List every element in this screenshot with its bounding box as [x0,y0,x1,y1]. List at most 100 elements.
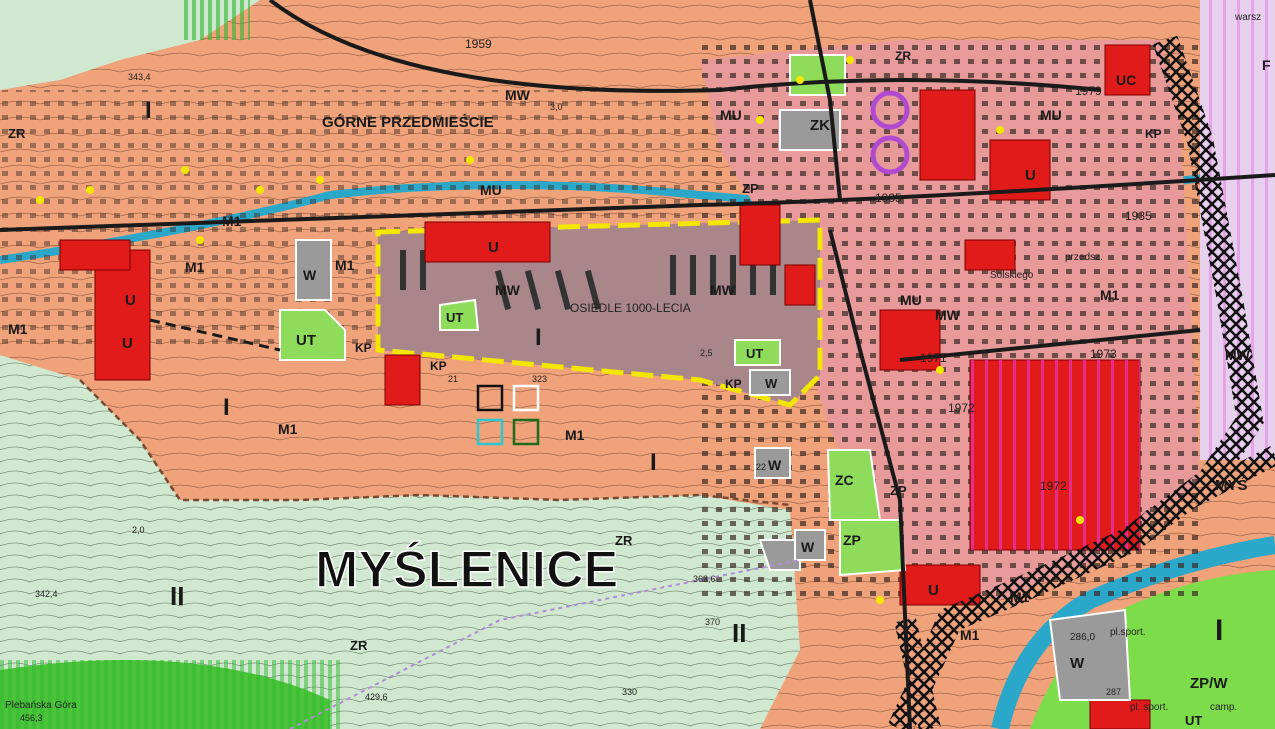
label-f: F [1262,57,1271,73]
label-m1-6: M1 [565,427,585,443]
label-u-3: U [488,239,499,256]
label-kp-2: KP [430,359,447,373]
forest-hatch-nw [180,0,250,40]
forest-band-hatch [0,660,340,729]
year-1959: 1959 [465,37,492,51]
label-w-4: W [1070,655,1085,672]
label-kp-1: KP [355,341,372,355]
label-ut-1: UT [296,332,316,349]
elev-3: 363,6 [693,574,716,584]
legend-square-black[interactable] [476,384,504,412]
label-zpw: ZP/W [1190,675,1228,692]
elev-4: 342,4 [35,589,58,599]
label-u-4: U [1025,167,1036,184]
roman-numeral-1c: I [535,324,542,351]
label-kp-3: KP [725,377,742,391]
roman-numeral-2b: II [732,618,746,648]
label-mw-5: MW [1225,347,1251,363]
label-u-1: U [125,292,136,309]
year-1971: 1971 [920,351,947,365]
label-mw-3: MW [505,87,531,103]
label-zp-2: ZP [843,532,861,548]
year-1972b: 1972 [948,401,975,415]
elev-13: 287 [1106,687,1121,697]
label-zk: ZK [810,117,830,134]
label-ut-2: UT [446,310,463,325]
label-kp-4: KP [1145,127,1162,141]
year-1972: 1972 [1040,479,1067,493]
elev-9: 330 [622,687,637,697]
label-w-3: W [801,539,815,555]
pink-hatch-south [970,360,1140,550]
label-m1-8: M1 [960,627,980,643]
town-label-east: MYŚ [1215,476,1248,494]
legend-square-green[interactable] [512,418,540,446]
przedsz-label: przedsz. [1065,252,1103,263]
solskiego-label: Solskiego [990,270,1034,281]
label-mu-4: MU [1040,107,1062,123]
label-m1-2: M1 [185,259,205,275]
recreation-zones [279,54,907,577]
elev-10: 2,0 [132,525,145,535]
district-label: GÓRNE PRZEDMIEŚCIE [322,113,494,131]
label-mu-1: MU [480,182,502,198]
elev-7: 286,0 [1070,632,1095,643]
elev-2: 323 [532,374,547,384]
elev-1: 343,4 [128,72,151,82]
label-mw-2: MW [710,282,736,298]
label-zr-2: ZR [615,533,633,548]
water-infra-zones [295,109,1132,701]
estate-label: OSIEDLE 1000-LECIA [570,301,691,315]
label-w-2: W [768,457,782,473]
label-w-5: W [765,376,778,391]
roman-numeral-1e: I [1215,614,1223,647]
sport-label-2: pl. sport. [1130,702,1168,713]
legend-square-cyan[interactable] [476,418,504,446]
railway-branch [1145,446,1275,529]
legend-square-white[interactable] [512,384,540,412]
label-m1-3: M1 [222,213,242,229]
label-m1-9: M1 [1100,287,1120,303]
zone-boundary-south [79,379,791,507]
label-zp-3: ZP [890,483,907,498]
elev-15: 22 [756,462,766,472]
label-ut-3: UT [746,346,763,361]
estate-buildings [400,250,776,311]
point-markers [36,56,1084,604]
sport-label-1: pl.sport. [1110,627,1146,638]
estate-mw[interactable] [375,217,823,408]
label-m1-1: M1 [8,321,28,337]
elev-5: 429,6 [365,692,388,702]
elev-12: 3,0 [550,102,563,112]
camp-label: camp. [1210,702,1237,713]
map-title: MYŚLENICE [315,541,618,599]
roman-numeral-2: II [170,581,184,611]
label-m1-4: M1 [335,257,355,273]
label-zc: ZC [835,472,854,488]
roman-numeral-1b: I [223,394,230,421]
label-zr-3: ZR [350,638,368,653]
elev-8: 370 [705,617,720,627]
label-u-5: U [928,582,939,599]
year-1973: 1973 [1090,347,1117,361]
marker-circle-2[interactable] [870,135,910,175]
label-ut-4: UT [1185,713,1202,728]
dashed-boundary [149,318,281,352]
roman-numeral-1d: I [650,449,657,476]
label-m1-7: M1 [1010,589,1030,605]
label-mw-4: MW [935,307,961,323]
label-mu-3: MU [900,292,922,308]
year-1979: 1979 [1075,84,1102,98]
green-zone-south-contours [0,355,800,729]
label-zp-1: ZP [742,181,759,196]
footpath [289,559,801,729]
label-zr-4: ZR [895,49,911,63]
label-uc: UC [1116,72,1136,88]
marker-circle-1[interactable] [870,90,910,130]
label-mw-1: MW [495,282,521,298]
label-mu-2: MU [720,107,742,123]
warsz-label: warsz [1234,12,1261,23]
elev-14: 21 [448,374,458,384]
